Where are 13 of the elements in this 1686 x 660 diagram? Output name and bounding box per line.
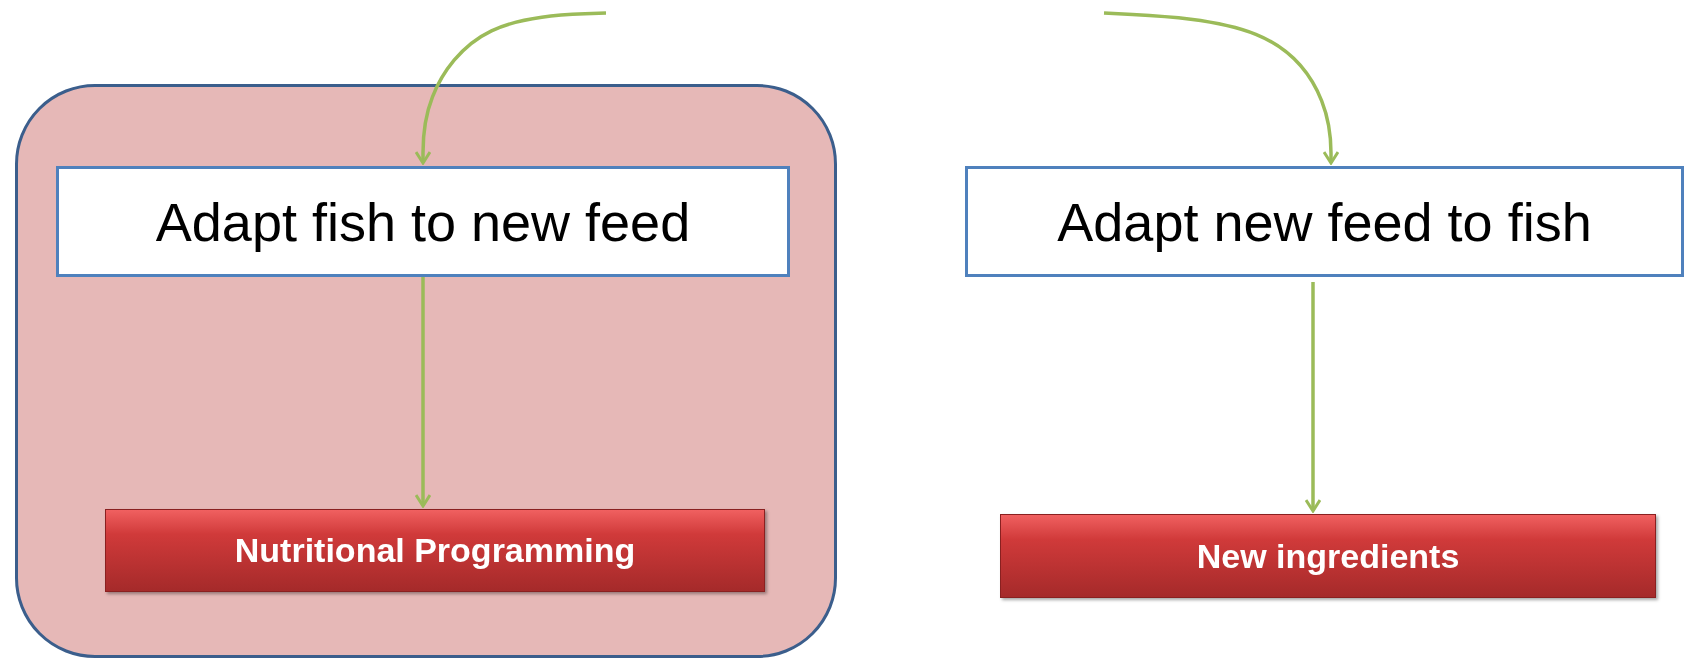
process-box	[965, 166, 1684, 277]
arrow	[414, 11, 607, 165]
node-label: Nutritional Programming	[234, 531, 636, 570]
group-panel	[15, 84, 837, 658]
node-label: Adapt new feed to fish	[1057, 190, 1592, 253]
node-label: New ingredients	[1196, 536, 1460, 576]
node-label: Adapt fish to new feed	[155, 190, 691, 253]
result-bar	[1000, 514, 1656, 598]
arrow	[414, 277, 432, 508]
arrow	[1304, 282, 1322, 513]
process-box	[56, 166, 790, 277]
arrow	[1103, 11, 1340, 165]
result-bar	[105, 509, 765, 592]
